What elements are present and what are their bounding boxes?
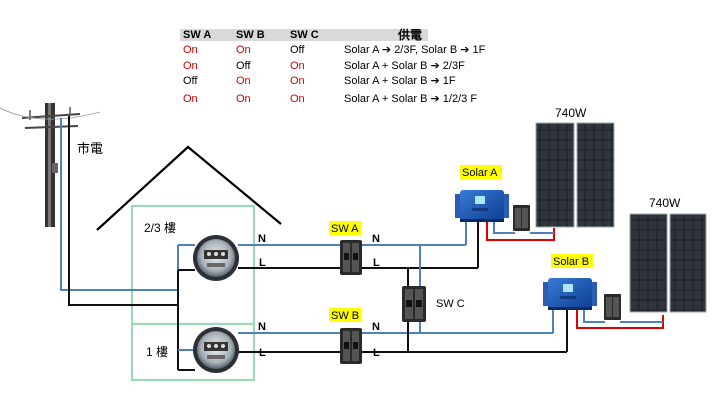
table-header-sw-a: SW A [183,29,211,41]
upper-live-label: L [259,257,266,269]
row4-supply: Solar A + Solar B ➔ 1/2/3 F [344,93,477,105]
lower-live-label: L [259,347,266,359]
row2-sw-b: Off [236,60,251,72]
row3-sw-b: On [236,75,251,87]
switch-table: SW A SW B SW C 供電 On On Off Solar A ➔ 2/… [180,27,486,105]
nl-labels: N L N L N L N L [258,233,380,359]
dc-breaker-a-icon [513,205,530,231]
row1-supply: Solar A ➔ 2/3F, Solar B ➔ 1F [344,44,486,56]
row3-supply: Solar A + Solar B ➔ 1F [344,75,456,87]
row4-sw-b: On [236,93,251,105]
table-header-supply: 供電 [397,27,422,42]
row2-supply: Solar A + Solar B ➔ 2/3F [344,60,465,72]
solar-a-inverter-icon [455,190,509,222]
row4-sw-a: On [183,93,198,105]
lower-out-neutral-label: N [372,321,380,333]
sw-a-breaker-icon [340,240,362,275]
sw-c-label: SW C [436,298,465,310]
row1-sw-b: On [236,44,251,56]
solar-panel-b-icon [629,213,707,313]
sw-a-label: SW A [331,223,359,235]
solar-a-label-bg [460,165,502,179]
table-row: On On On Solar A + Solar B ➔ 1/2/3 F [183,93,477,105]
upper-meter-icon [193,235,239,281]
lower-meter-icon [193,327,239,373]
solar-panel-a-icon [535,122,615,228]
dc-breaker-b-icon [604,294,621,320]
table-header-sw-b: SW B [236,29,265,41]
sw-b-label: SW B [331,310,359,322]
table-row: Off On On Solar A + Solar B ➔ 1F [183,75,456,87]
row2-sw-c: On [290,60,305,72]
lower-neutral-label: N [258,321,266,333]
upper-out-neutral-label: N [372,233,380,245]
row1-sw-a: On [183,44,198,56]
utility-pole-icon [0,103,101,227]
wiring [60,116,664,371]
sw-c-breaker-icon [402,286,426,322]
row2-sw-a: On [183,60,198,72]
upper-neutral-label: N [258,233,266,245]
solar-b-label-bg [551,254,593,268]
row3-sw-c: On [290,75,305,87]
row3-sw-a: Off [183,75,198,87]
table-row: On On Off Solar A ➔ 2/3F, Solar B ➔ 1F [183,44,486,56]
table-header-bg [180,29,428,41]
floor-upper-label: 2/3 樓 [144,220,176,235]
solar-a-label: Solar A [462,167,498,179]
sw-b-label-bg [329,308,362,322]
floor-lower-label: 1 樓 [146,344,168,359]
upper-out-live-label: L [373,257,380,269]
panel-b-power-label: 740W [649,196,681,210]
lower-out-live-label: L [373,347,380,359]
solar-b-inverter-icon [543,278,597,310]
house-roof [96,145,282,231]
grid-label: 市電 [77,141,103,156]
row1-sw-c: Off [290,44,305,56]
sw-a-label-bg [329,221,362,235]
solar-b-label: Solar B [553,256,589,268]
sw-b-breaker-icon [340,328,362,364]
table-header-sw-c: SW C [290,29,319,41]
panel-a-power-label: 740W [555,106,587,120]
row4-sw-c: On [290,93,305,105]
table-row: On Off On Solar A + Solar B ➔ 2/3F [183,60,465,72]
